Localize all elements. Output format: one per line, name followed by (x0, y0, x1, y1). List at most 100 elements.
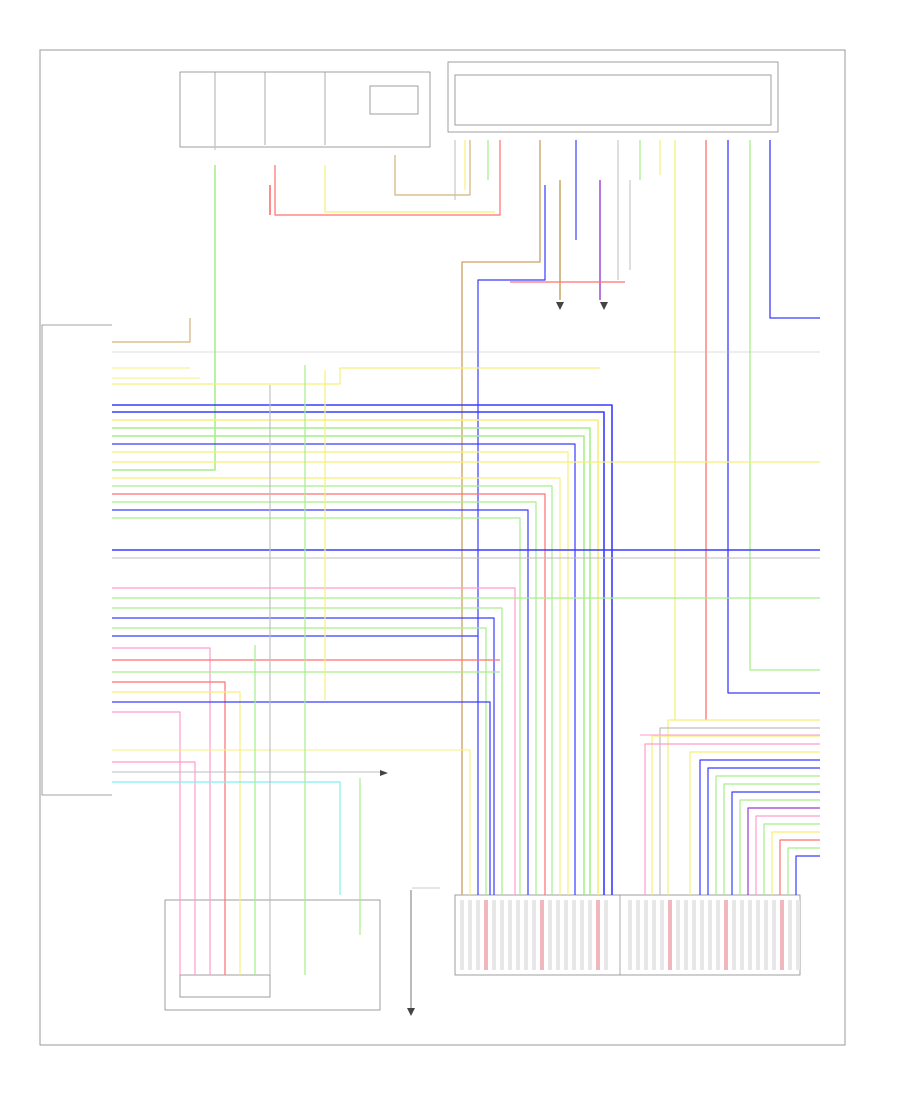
wire-pink (112, 761, 196, 975)
connector-pin (756, 900, 760, 970)
wire-red (274, 140, 501, 216)
connector-pin (484, 900, 488, 970)
connector-pin (660, 900, 664, 970)
connector-pin (556, 900, 560, 970)
connector-pin (580, 900, 584, 970)
wire-blue (795, 855, 820, 895)
connector-pin (564, 900, 568, 970)
diagram-frame (39, 49, 846, 1046)
wire-lightgreen (749, 140, 820, 671)
wire-labels (460, 900, 800, 970)
wire-blue (112, 509, 529, 895)
wire-lightgreen (787, 847, 820, 895)
connector-pin (780, 900, 784, 970)
connector-pin (508, 900, 512, 970)
connector-pin (724, 900, 728, 970)
wire-yellow (771, 831, 820, 895)
connector-top-right (447, 61, 779, 133)
wire-blue (769, 140, 820, 319)
wire-lightgreen (112, 485, 553, 895)
connector-pin (468, 900, 472, 970)
connector-pin (644, 900, 648, 970)
wire-lightgreen (112, 607, 503, 895)
connector-pin (668, 900, 672, 970)
wire-yellow (324, 165, 495, 213)
wire-lightgreen (739, 799, 820, 895)
wire-blue (731, 791, 820, 895)
connector-pin (764, 900, 768, 970)
connector-pin (628, 900, 632, 970)
wire-pink (112, 587, 516, 895)
connector-pin (652, 900, 656, 970)
wire-yellow (112, 367, 600, 385)
wire-pink (755, 815, 820, 895)
connector-pin (708, 900, 712, 970)
wire-lightgreen (715, 775, 820, 895)
connector-pin (796, 900, 800, 970)
connector-pin (692, 900, 696, 970)
wire-blue (707, 767, 820, 895)
connector-pin (492, 900, 496, 970)
wire-lightgreen (112, 627, 487, 895)
wire-blue (112, 411, 605, 895)
wire-lightgreen (112, 427, 591, 895)
wire-tan (112, 318, 191, 343)
wire-lightgreen (112, 517, 521, 895)
wire-lightgreen (723, 783, 820, 895)
wire-lightgreen (112, 501, 537, 895)
wire-yellow (112, 419, 599, 895)
wire-lightgreen (112, 435, 585, 895)
connector-pin (732, 900, 736, 970)
switch-group-bottom-left (164, 899, 381, 1011)
wire-yellow (667, 719, 820, 895)
connector-pin (588, 900, 592, 970)
wire-blue (112, 404, 613, 895)
connector-pin (772, 900, 776, 970)
wire-yellow (112, 691, 241, 975)
connector-pin (748, 900, 752, 970)
connector-pin (740, 900, 744, 970)
connector-pin (684, 900, 688, 970)
wire-blue (699, 759, 820, 895)
wire-blue (112, 701, 491, 895)
wire-lightgreen (112, 165, 216, 471)
control-module-left (41, 324, 112, 796)
wire-tan (394, 140, 471, 196)
wire-pink (644, 743, 820, 895)
wire-yellow (112, 749, 471, 895)
wire-yellow (689, 751, 820, 895)
ground-symbols (380, 302, 608, 1016)
connector-pin (700, 900, 704, 970)
wire-pink (112, 647, 211, 975)
fuse-box-group (179, 71, 431, 148)
wire-red (112, 493, 546, 895)
connector-pin (516, 900, 520, 970)
wire-pink (112, 711, 181, 975)
connector-pin (532, 900, 536, 970)
wire-tan (461, 140, 541, 895)
wire-cyan (112, 781, 341, 895)
connector-pin (604, 900, 608, 970)
wire-purple (747, 807, 820, 895)
connector-pin (788, 900, 792, 970)
connector-pin (636, 900, 640, 970)
connector-pin (524, 900, 528, 970)
connector-pin (460, 900, 464, 970)
wire-red (112, 681, 226, 975)
wire-blue (727, 140, 820, 694)
wire-blue (112, 443, 576, 895)
wire-lightgreen (763, 823, 820, 895)
wire-red (779, 839, 820, 895)
wire-yellow (112, 451, 569, 895)
wire-blue (477, 185, 546, 895)
connector-pin (572, 900, 576, 970)
connector-pin (540, 900, 544, 970)
wire-runs (112, 140, 820, 975)
connector-pin (596, 900, 600, 970)
connector-pin (676, 900, 680, 970)
connector-pin (500, 900, 504, 970)
connector-pin (476, 900, 480, 970)
connector-pin (716, 900, 720, 970)
wire-yellow (651, 735, 820, 895)
